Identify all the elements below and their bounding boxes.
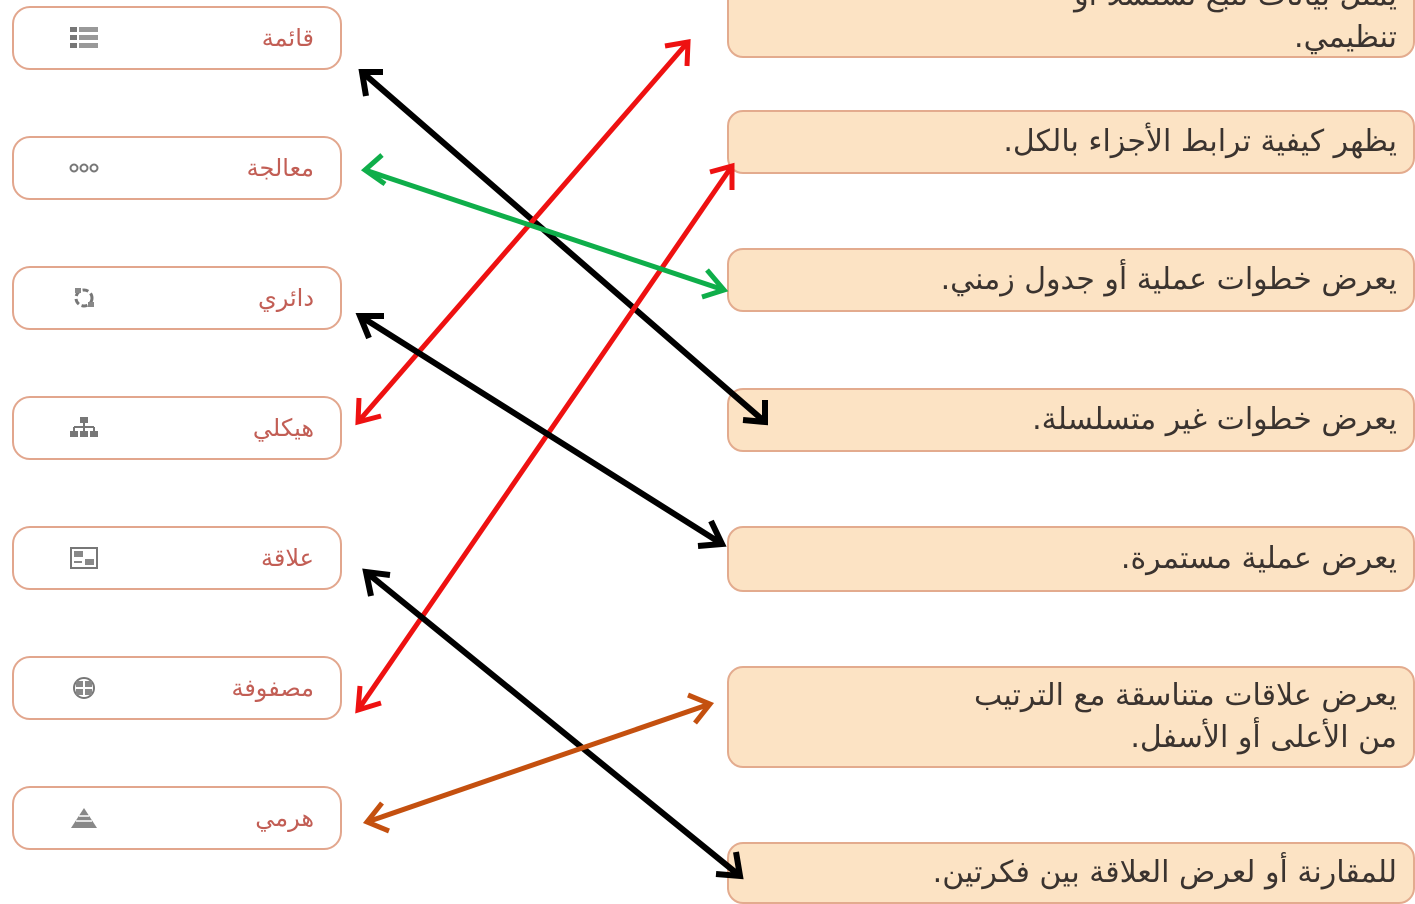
arrow-relationship-to-comparison (362, 568, 744, 880)
description-text: يعرض خطوات عملية أو جدول زمني. (940, 262, 1397, 297)
description-box[interactable]: يعرض خطوات غير متسلسلة. (727, 388, 1415, 452)
hierarchy-org-chart-icon (70, 417, 98, 437)
list-icon (70, 27, 98, 48)
term-label: دائري (257, 284, 314, 312)
term-label: قائمة (261, 24, 314, 52)
term-label: علاقة (261, 544, 314, 572)
arrow-cycle-to-continuous (355, 313, 727, 549)
description-box[interactable]: يعرض عملية مستمرة. (727, 526, 1415, 592)
description-text: للمقارنة أو لعرض العلاقة بين فكرتين. (932, 855, 1397, 890)
term-box-list[interactable]: قائمة (12, 6, 342, 70)
pyramid-icon (71, 808, 97, 828)
arrow-process-to-timeline (360, 153, 729, 300)
arrow-pyramid-to-proportional (362, 692, 715, 834)
description-box[interactable]: يعرض علاقات متناسقة مع الترتيب من الأعلى… (727, 666, 1415, 768)
term-box-relationship[interactable]: علاقة (12, 526, 342, 590)
term-label: هيكلي (252, 414, 314, 442)
description-text: يعرض علاقات متناسقة مع الترتيب من الأعلى… (973, 678, 1397, 755)
matrix-icon (73, 677, 95, 699)
cycle-icon (74, 288, 94, 308)
arrow-hierarchy-to-organizational (355, 39, 691, 426)
description-box[interactable]: يعرض خطوات عملية أو جدول زمني. (727, 248, 1415, 312)
term-label: هرمي (255, 804, 314, 832)
arrow-matrix-to-parts-whole (355, 162, 735, 714)
term-label: مصفوفة (231, 674, 314, 702)
description-text: يظهر كيفية ترابط الأجزاء بالكل. (1003, 124, 1397, 159)
term-box-cycle[interactable]: دائري (12, 266, 342, 330)
term-box-hierarchy[interactable]: هيكلي (12, 396, 342, 460)
description-text: يُمثل بيانات تتبع تسلسلا أو تنظيمي. (1074, 0, 1397, 55)
description-box[interactable]: يُمثل بيانات تتبع تسلسلا أو تنظيمي. (727, 0, 1415, 58)
term-label: معالجة (246, 154, 314, 182)
term-box-pyramid[interactable]: هرمي (12, 786, 342, 850)
description-text: يعرض خطوات غير متسلسلة. (1032, 402, 1397, 437)
relationship-icon (70, 547, 98, 569)
arrow-list-to-nonsequential (358, 69, 768, 426)
term-box-matrix[interactable]: مصفوفة (12, 656, 342, 720)
description-box[interactable]: يظهر كيفية ترابط الأجزاء بالكل. (727, 110, 1415, 174)
process-dots-icon (69, 163, 99, 173)
description-text: يعرض عملية مستمرة. (1120, 541, 1397, 576)
description-box[interactable]: للمقارنة أو لعرض العلاقة بين فكرتين. (727, 842, 1415, 904)
term-box-process[interactable]: معالجة (12, 136, 342, 200)
